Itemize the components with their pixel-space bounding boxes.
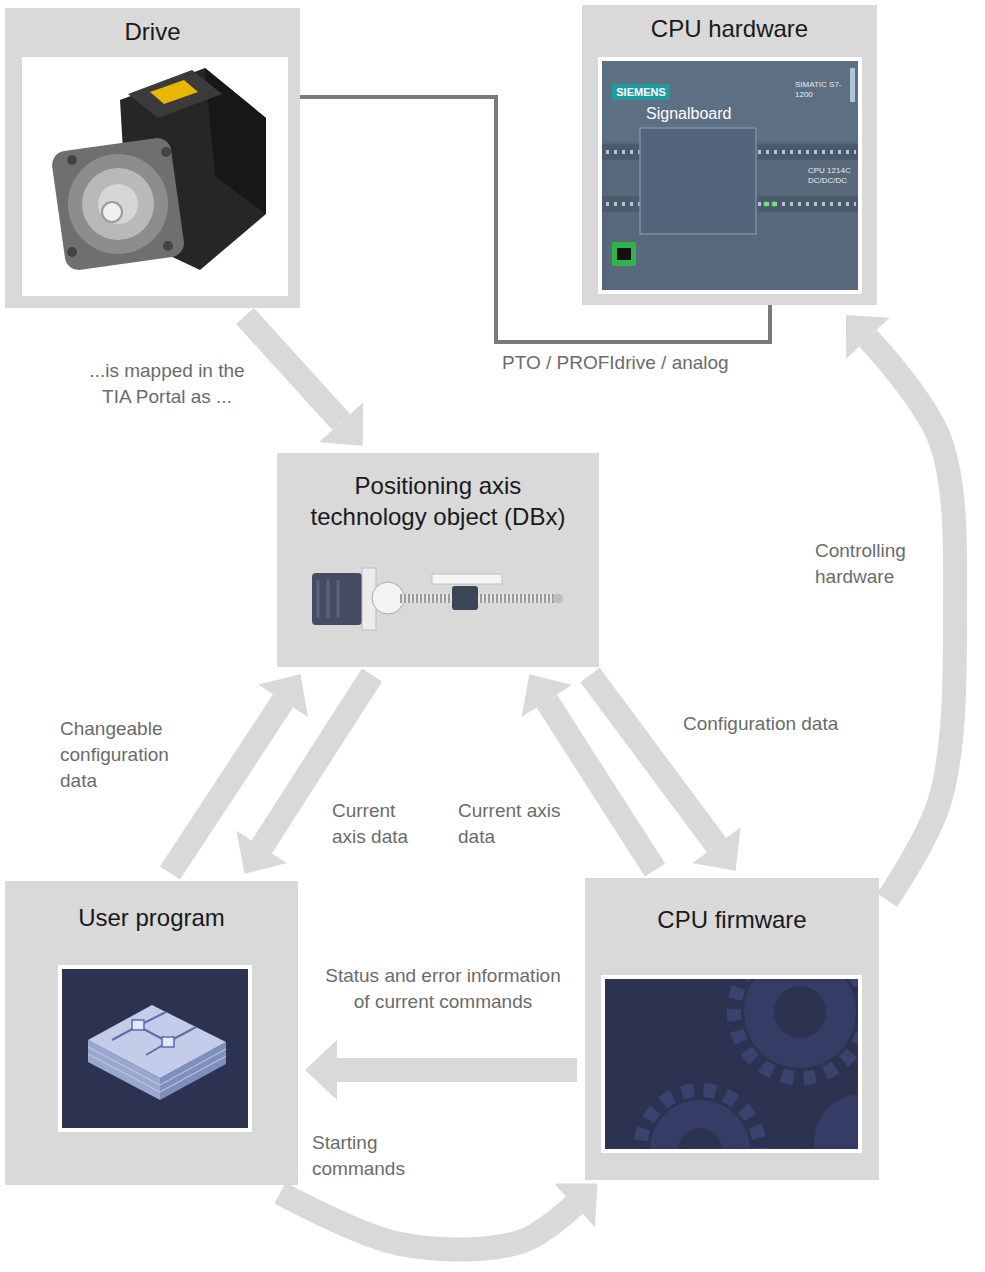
technology-object-frame xyxy=(277,453,599,667)
plc-illustration xyxy=(640,128,756,234)
product-label: SIMATIC S7-1200 xyxy=(795,80,843,100)
product-label: CPU 1214C DC/DC/DC xyxy=(808,166,854,186)
gear-icon xyxy=(678,1128,722,1149)
flow-arrow xyxy=(337,1058,577,1082)
plc-illustration xyxy=(602,61,858,290)
plc-illustration xyxy=(612,84,670,100)
servo-motor-illustration xyxy=(68,154,168,254)
plc-illustration xyxy=(617,248,631,260)
signal-wire xyxy=(300,97,770,342)
box-heading: CPU firmware xyxy=(585,905,879,935)
box-heading: Drive xyxy=(5,17,300,47)
connector-label: Status and error information of current … xyxy=(318,963,568,1015)
user-program-box: User program xyxy=(5,881,298,1185)
servo-motor-illustration xyxy=(128,70,222,118)
user-program-frame xyxy=(5,881,298,1185)
user-program-frame xyxy=(5,881,298,1185)
connector-label: Controlling hardware xyxy=(815,538,927,590)
gear-icon xyxy=(640,979,858,1149)
connector-label: Current axis data xyxy=(458,798,578,850)
cpu-hardware-box: CPU hardware xyxy=(582,5,877,305)
connector-label: ...is mapped in the TIA Portal as ... xyxy=(78,358,256,410)
flow-arrow xyxy=(245,316,341,422)
flow-arrow xyxy=(868,338,955,900)
axis-illustration xyxy=(432,574,502,584)
box-heading: User program xyxy=(5,903,298,933)
program-block-icon xyxy=(112,1026,196,1042)
servo-motor-illustration xyxy=(161,147,171,157)
axis-illustration xyxy=(452,586,478,610)
technology-object-box: Positioning axis technology object (DBx) xyxy=(277,453,599,667)
plc-illustration xyxy=(772,202,777,207)
connector-label: Current axis data xyxy=(332,798,424,850)
gear-icon xyxy=(774,986,826,1038)
axis-illustration xyxy=(327,580,330,618)
axis-illustration xyxy=(312,573,362,625)
axis-illustration xyxy=(402,594,556,603)
connector-label: Configuration data xyxy=(683,711,838,737)
axis-illustration xyxy=(317,580,320,618)
box-heading: Positioning axis technology object (DBx) xyxy=(301,470,576,532)
flow-arrow xyxy=(262,675,372,847)
servo-motor-illustration xyxy=(82,168,154,240)
drive-frame xyxy=(5,8,300,308)
servo-motor-illustration xyxy=(67,155,77,165)
servo-motor-illustration xyxy=(102,202,122,222)
cpu-firmware-box: CPU firmware xyxy=(585,878,879,1180)
axis-illustration xyxy=(400,594,558,603)
servo-motor-illustration xyxy=(98,184,138,224)
cpu-hardware-frame xyxy=(582,5,877,305)
gear-icon xyxy=(734,979,858,1078)
cpu-hardware-frame xyxy=(582,5,877,305)
module-label: Signalboard xyxy=(646,104,756,124)
user-program-frame xyxy=(58,965,252,1132)
servo-motor-illustration xyxy=(163,241,173,251)
gear-icon xyxy=(814,1094,858,1149)
servo-motor-illustration xyxy=(67,247,77,257)
flow-arrow xyxy=(590,675,717,845)
connector-label: Starting commands xyxy=(312,1130,422,1182)
cpu-hardware-frame xyxy=(598,57,862,294)
technology-object-frame xyxy=(277,453,599,667)
flow-arrow xyxy=(280,1193,574,1250)
program-block-icon xyxy=(132,1020,144,1030)
plc-illustration xyxy=(850,68,855,102)
servo-motor-illustration xyxy=(150,80,198,104)
brand-label: SIEMENS xyxy=(612,84,670,100)
plc-illustration xyxy=(602,61,858,290)
program-block-icon xyxy=(88,1005,226,1100)
gear-icon xyxy=(744,979,856,1068)
axis-illustration xyxy=(553,594,563,604)
servo-motor-illustration xyxy=(50,68,266,272)
drive-frame xyxy=(5,8,300,308)
servo-motor-illustration xyxy=(50,136,186,272)
axis-illustration xyxy=(312,568,563,630)
connector-layer xyxy=(170,97,955,1250)
axis-illustration xyxy=(337,580,340,618)
box-heading: CPU hardware xyxy=(582,14,877,44)
plc-illustration xyxy=(764,202,769,207)
axis-illustration xyxy=(372,582,404,614)
program-block-icon xyxy=(162,1037,174,1047)
gear-icon xyxy=(650,1100,750,1149)
drive-frame xyxy=(22,57,288,296)
program-block-icon xyxy=(88,1005,226,1078)
gear-icon xyxy=(640,1090,760,1149)
connector-label: PTO / PROFIdrive / analog xyxy=(502,350,729,376)
drive-box: Drive xyxy=(5,8,300,308)
user-program-frame xyxy=(62,969,248,1128)
plc-illustration xyxy=(612,242,636,266)
connector-label: Changeable configuration data xyxy=(60,716,190,794)
